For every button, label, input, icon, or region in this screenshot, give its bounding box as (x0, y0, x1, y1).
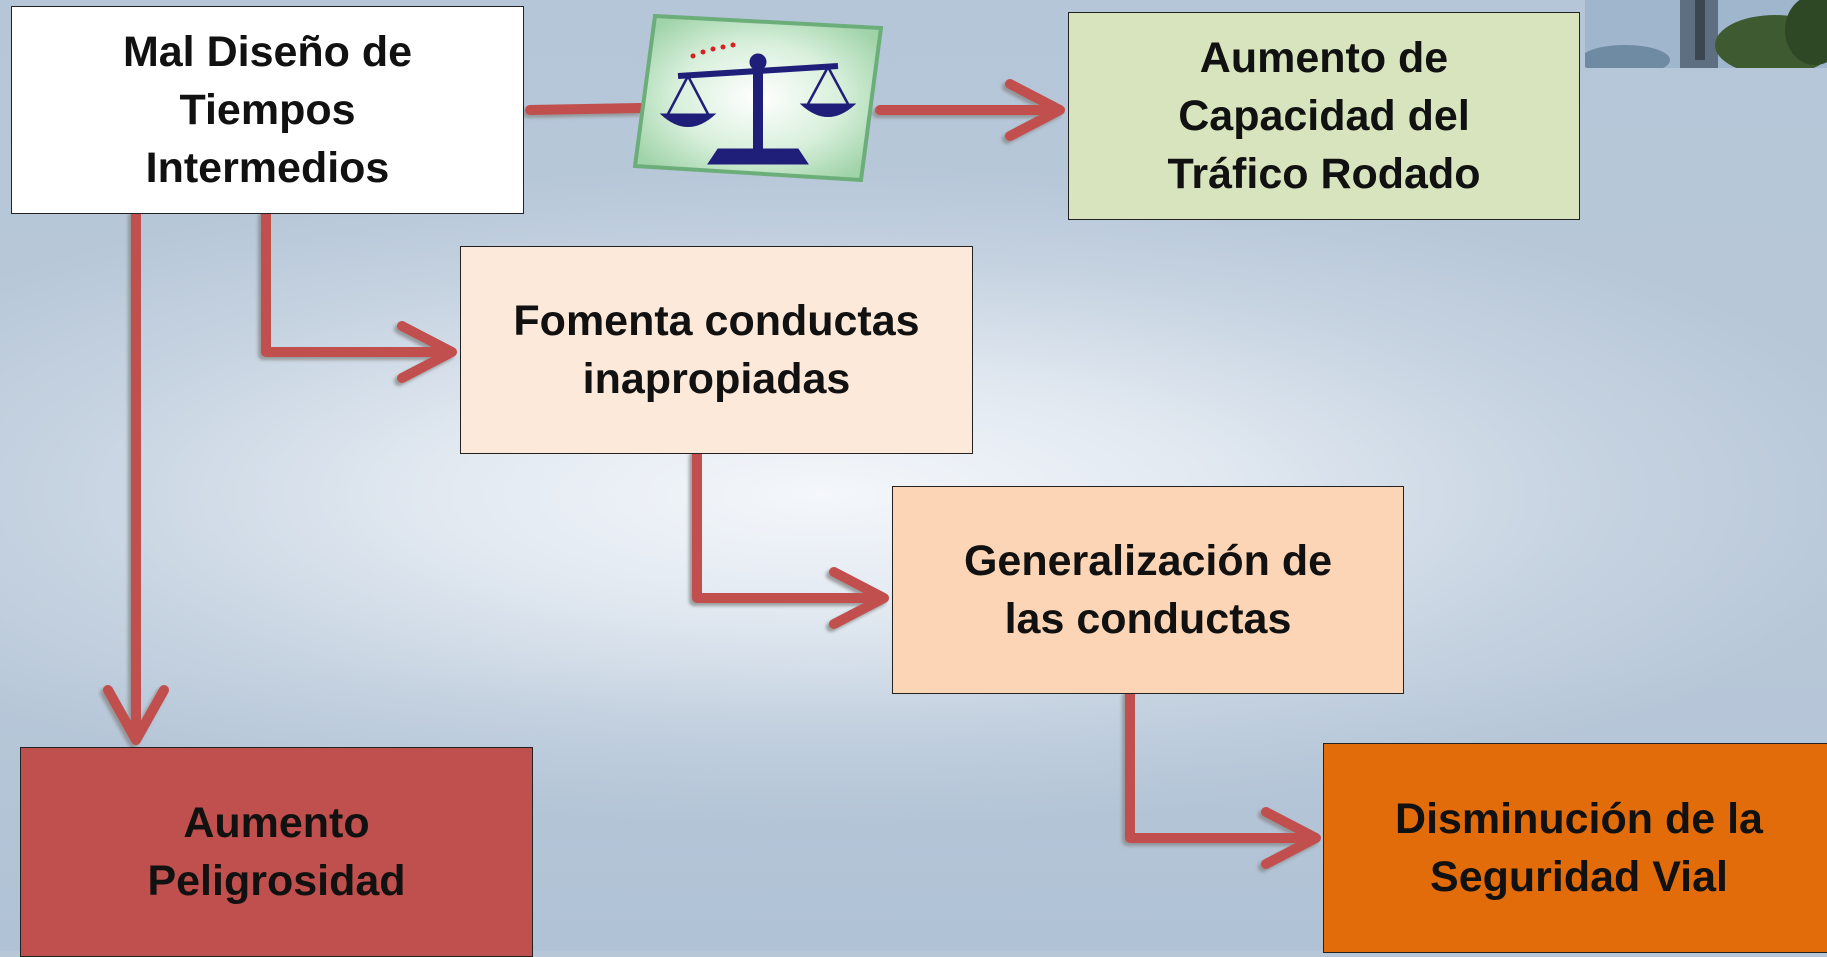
balance-scale-icon (632, 13, 884, 183)
node-generalizacion-label: Generalización de las conductas (963, 536, 1333, 643)
node-mal-diseno-label: Mal Diseño de Tiempos Intermedios (122, 27, 413, 193)
node-aumento-capacidad: Aumento de Capacidad del Tráfico Rodado (1068, 12, 1580, 220)
node-aumento-capacidad-label: Aumento de Capacidad del Tráfico Rodado (1167, 33, 1481, 199)
arrow-fomenta-to-generalizacion (692, 449, 889, 629)
arrow-origin-to-peligrosidad (103, 209, 169, 745)
node-disminucion-seguridad: Disminución de la Seguridad Vial (1323, 743, 1827, 953)
node-mal-diseno: Mal Diseño de Tiempos Intermedios (11, 6, 524, 214)
balance-scale-art (632, 13, 884, 183)
node-fomenta-conductas-label: Fomenta conductas inapropiadas (513, 296, 920, 403)
node-aumento-peligrosidad-label: Aumento Peligrosidad (147, 798, 406, 905)
arrow-origin-to-fomenta (261, 209, 457, 383)
node-aumento-peligrosidad: Aumento Peligrosidad (20, 747, 533, 957)
corner-photo (1585, 0, 1827, 68)
arrow-origin-to-capacity (525, 79, 1065, 141)
node-disminucion-seguridad-label: Disminución de la Seguridad Vial (1395, 794, 1763, 901)
node-generalizacion: Generalización de las conductas (892, 486, 1404, 694)
arrow-generalizacion-to-disminucion (1125, 689, 1321, 869)
node-fomenta-conductas: Fomenta conductas inapropiadas (460, 246, 973, 454)
corner-photo-art (1585, 0, 1827, 68)
